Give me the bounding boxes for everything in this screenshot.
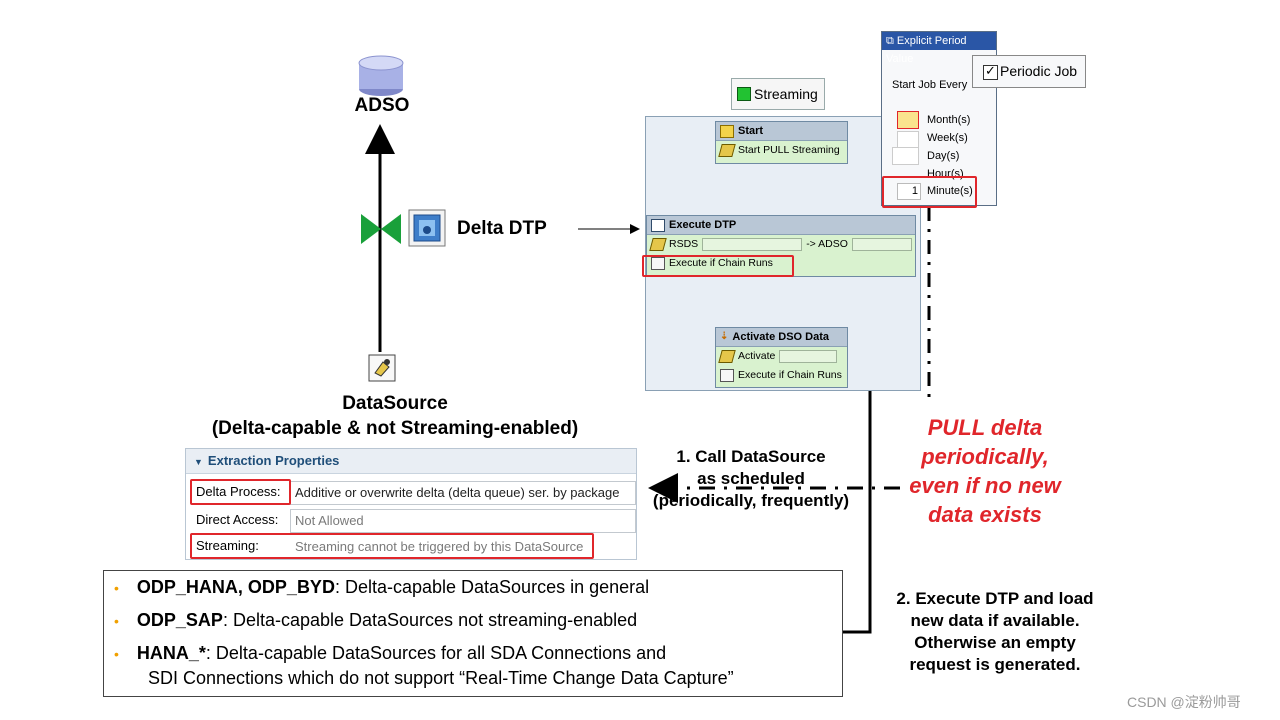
activate-row-condition: Execute if Chain Runs bbox=[738, 369, 842, 381]
periodic-job-checkbox[interactable]: Periodic Job bbox=[972, 55, 1086, 88]
pin-icon: ⇣ bbox=[720, 331, 729, 342]
streaming-toggle[interactable]: Streaming bbox=[731, 78, 825, 110]
highlight-execute-condition bbox=[642, 255, 794, 277]
pull-note: PULL delta periodically, even if no new … bbox=[909, 415, 1061, 527]
info-item: •ODP_HANA, ODP_BYD: Delta-capable DataSo… bbox=[114, 577, 650, 597]
direct-access-row: Direct Access: Not Allowed bbox=[186, 507, 636, 533]
unit-day: Day(s) bbox=[927, 150, 960, 162]
execute-node-title: Execute DTP bbox=[669, 219, 737, 231]
start-node-title: Start bbox=[738, 125, 764, 137]
day-input[interactable] bbox=[892, 147, 919, 165]
chain-node-start[interactable]: Start Start PULL Streaming bbox=[715, 121, 848, 164]
streaming-row: Streaming: Streaming cannot be triggered… bbox=[186, 533, 636, 559]
minute-input[interactable]: 1 bbox=[897, 183, 921, 200]
start-job-label: Start Job Every bbox=[892, 79, 968, 91]
datasource-subtitle: (Delta-capable & not Streaming-enabled) bbox=[211, 418, 579, 439]
execute-note: 2. Execute DTP and load new data if avai… bbox=[896, 589, 1094, 674]
call-note: 1. Call DataSource as scheduled (periodi… bbox=[652, 447, 850, 510]
delta-process-field[interactable]: Additive or overwrite delta (delta queue… bbox=[290, 481, 636, 505]
collapse-icon: ▼ bbox=[194, 457, 203, 467]
execute-row-condition: Execute if Chain Runs bbox=[669, 257, 773, 269]
tool-icon bbox=[718, 350, 736, 363]
execute-row-target: -> ADSO bbox=[806, 238, 848, 250]
unit-month: Month(s) bbox=[927, 114, 971, 126]
dtp-small-icon bbox=[651, 218, 665, 232]
direct-access-field[interactable]: Not Allowed bbox=[290, 509, 636, 533]
info-item: •ODP_SAP: Delta-capable DataSources not … bbox=[114, 610, 638, 630]
tool-icon bbox=[649, 238, 667, 251]
pencil-icon bbox=[651, 257, 665, 270]
start-node-row: Start PULL Streaming bbox=[738, 144, 840, 156]
month-input[interactable] bbox=[897, 111, 919, 129]
streaming-label: Streaming bbox=[754, 86, 818, 102]
dtp-icon bbox=[408, 209, 446, 247]
delta-dtp-label: Delta DTP bbox=[457, 218, 547, 239]
activate-node-title: Activate DSO Data bbox=[732, 331, 829, 343]
chain-node-activate[interactable]: ⇣Activate DSO Data Activate Execute if C… bbox=[715, 327, 848, 388]
valve-icon bbox=[360, 213, 402, 245]
dialog-title: ⧉Explicit Period Value bbox=[882, 32, 996, 65]
adso-label: ADSO bbox=[354, 95, 410, 116]
database-icon bbox=[358, 55, 404, 97]
periodic-job-label: Periodic Job bbox=[1000, 63, 1078, 79]
datasource-icon bbox=[368, 354, 396, 382]
info-item-continuation: SDI Connections which do not support “Re… bbox=[148, 668, 734, 688]
extraction-properties-panel: ▼Extraction Properties Delta Process: Ad… bbox=[185, 448, 637, 560]
checkbox-icon bbox=[983, 63, 998, 80]
start-icon bbox=[720, 124, 734, 138]
pencil-icon bbox=[720, 369, 734, 382]
extraction-properties-header[interactable]: ▼Extraction Properties bbox=[186, 449, 636, 474]
highlight-streaming bbox=[190, 533, 594, 559]
streaming-indicator bbox=[737, 87, 751, 101]
highlight-minute bbox=[882, 176, 977, 208]
info-item: •HANA_*: Delta-capable DataSources for a… bbox=[114, 643, 667, 663]
watermark: CSDN @淀粉帅哥 bbox=[1127, 694, 1241, 710]
datasource-types-box: •ODP_HANA, ODP_BYD: Delta-capable DataSo… bbox=[103, 570, 843, 697]
highlight-delta-process bbox=[190, 479, 291, 505]
execute-row-source: RSDS bbox=[669, 238, 699, 250]
tool-icon bbox=[718, 144, 736, 157]
activate-row: Activate bbox=[738, 350, 776, 362]
unit-minute: Minute(s) bbox=[927, 185, 973, 197]
unit-week: Week(s) bbox=[927, 132, 968, 144]
datasource-label: DataSource bbox=[342, 393, 448, 414]
streaming-field[interactable]: Streaming cannot be triggered by this Da… bbox=[295, 539, 584, 554]
delta-process-row: Delta Process: Additive or overwrite del… bbox=[186, 479, 636, 505]
